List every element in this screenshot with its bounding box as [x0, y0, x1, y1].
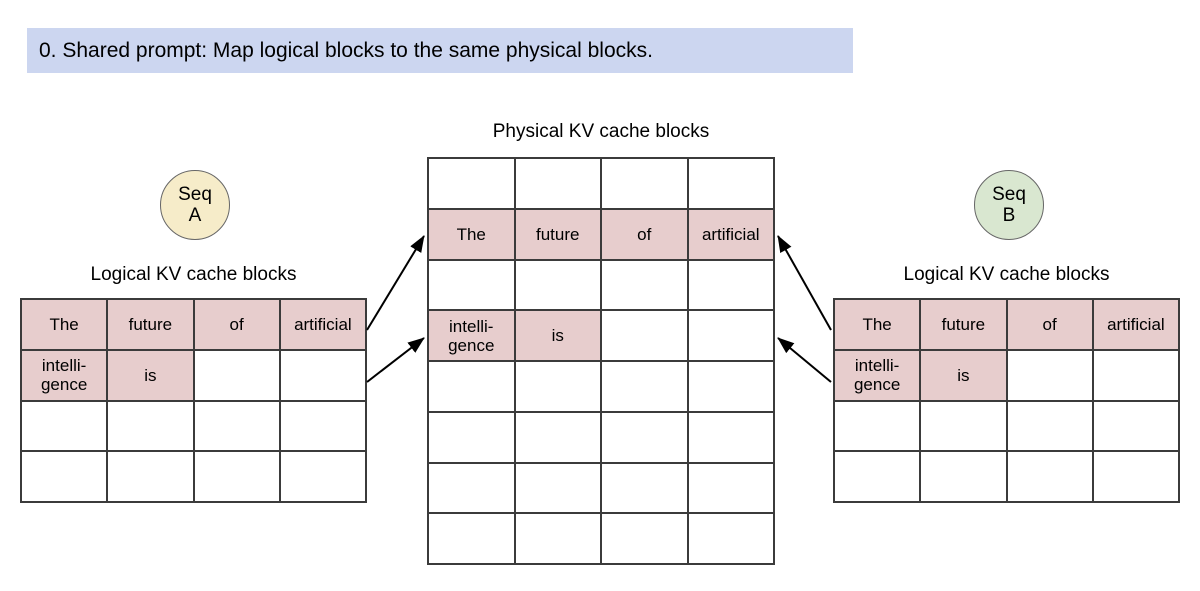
- seq-a-label-line1: Seq: [178, 183, 212, 205]
- kv-block-cell: [602, 260, 689, 312]
- kv-block-cell: [280, 452, 367, 503]
- kv-block-cell: [688, 362, 775, 413]
- kv-block-cell: [280, 401, 367, 453]
- kv-block-cell: The: [429, 209, 516, 261]
- kv-block-cell: of: [602, 209, 689, 261]
- kv-block-cell: artificial: [280, 300, 367, 351]
- kv-block-cell: [22, 401, 109, 453]
- logical-blocks-caption-a: Logical KV cache blocks: [90, 264, 297, 285]
- kv-block-cell: [108, 452, 195, 503]
- kv-block-cell: [921, 401, 1008, 453]
- kv-block-cell: [688, 159, 775, 210]
- kv-block-cell: of: [1007, 300, 1094, 351]
- kv-block-cell: [1007, 401, 1094, 453]
- kv-block-cell: [688, 463, 775, 515]
- logical-blocks-caption-b: Logical KV cache blocks: [903, 264, 1110, 285]
- kv-block-cell: [921, 452, 1008, 503]
- kv-block-cell: intelli-gence: [835, 350, 922, 402]
- kv-block-cell: [1093, 350, 1180, 402]
- seq-b-badge: Seq B: [974, 170, 1044, 240]
- arrow-logical-a-row1-to-physical-row2: [366, 235, 425, 331]
- kv-block-cell: [688, 311, 775, 362]
- kv-block-cell: [688, 260, 775, 312]
- kv-block-cell: [22, 452, 109, 503]
- kv-block-cell: [429, 463, 516, 515]
- kv-block-cell: future: [108, 300, 195, 351]
- kv-block-cell: The: [835, 300, 922, 351]
- seq-b-label-line1: Seq: [992, 183, 1026, 205]
- kv-block-cell: [429, 159, 516, 210]
- kv-block-cell: artificial: [1093, 300, 1180, 351]
- kv-block-cell: [194, 401, 281, 453]
- kv-block-cell: [1093, 452, 1180, 503]
- kv-block-cell: [515, 260, 602, 312]
- kv-block-cell: [429, 514, 516, 565]
- kv-block-cell: is: [921, 350, 1008, 402]
- shared-prompt-banner: 0. Shared prompt: Map logical blocks to …: [27, 28, 853, 73]
- kv-block-cell: [602, 159, 689, 210]
- kv-block-cell: future: [515, 209, 602, 261]
- kv-block-cell: is: [515, 311, 602, 362]
- seq-b-label-line2: B: [1002, 205, 1016, 226]
- kv-block-cell: is: [108, 350, 195, 402]
- kv-block-cell: intelli-gence: [429, 311, 516, 362]
- kv-block-cell: [1007, 350, 1094, 402]
- kv-block-cell: of: [194, 300, 281, 351]
- kv-block-cell: [515, 159, 602, 210]
- kv-block-cell: future: [921, 300, 1008, 351]
- kv-block-cell: [194, 452, 281, 503]
- kv-block-cell: [602, 412, 689, 464]
- kv-block-cell: [280, 350, 367, 402]
- seq-a-label-line2: A: [188, 205, 202, 226]
- kv-block-cell: [515, 463, 602, 515]
- kv-block-cell: [602, 362, 689, 413]
- shared-prompt-text: 0. Shared prompt: Map logical blocks to …: [39, 39, 653, 62]
- kv-block-cell: intelli-gence: [22, 350, 109, 402]
- kv-block-cell: [835, 401, 922, 453]
- kv-block-cell: [515, 514, 602, 565]
- kv-block-cell: [602, 514, 689, 565]
- kv-block-cell: [1093, 401, 1180, 453]
- arrow-logical-b-row1-to-physical-row2: [777, 235, 832, 331]
- kv-block-cell: [429, 412, 516, 464]
- kv-block-cell: [602, 463, 689, 515]
- kv-block-cell: [108, 401, 195, 453]
- arrow-logical-a-row2-to-physical-row4: [366, 337, 425, 383]
- physical-blocks-caption: Physical KV cache blocks: [492, 121, 710, 142]
- kv-block-cell: [515, 412, 602, 464]
- kv-block-cell: The: [22, 300, 109, 351]
- kv-block-cell: [835, 452, 922, 503]
- arrow-logical-b-row2-to-physical-row4: [777, 337, 832, 383]
- kv-block-cell: [515, 362, 602, 413]
- kv-block-cell: [688, 412, 775, 464]
- kv-block-cell: [429, 362, 516, 413]
- kv-block-cell: artificial: [688, 209, 775, 261]
- seq-a-badge: Seq A: [160, 170, 230, 240]
- kv-block-cell: [602, 311, 689, 362]
- kv-block-cell: [688, 514, 775, 565]
- kv-block-cell: [429, 260, 516, 312]
- kv-block-cell: [194, 350, 281, 402]
- kv-block-cell: [1007, 452, 1094, 503]
